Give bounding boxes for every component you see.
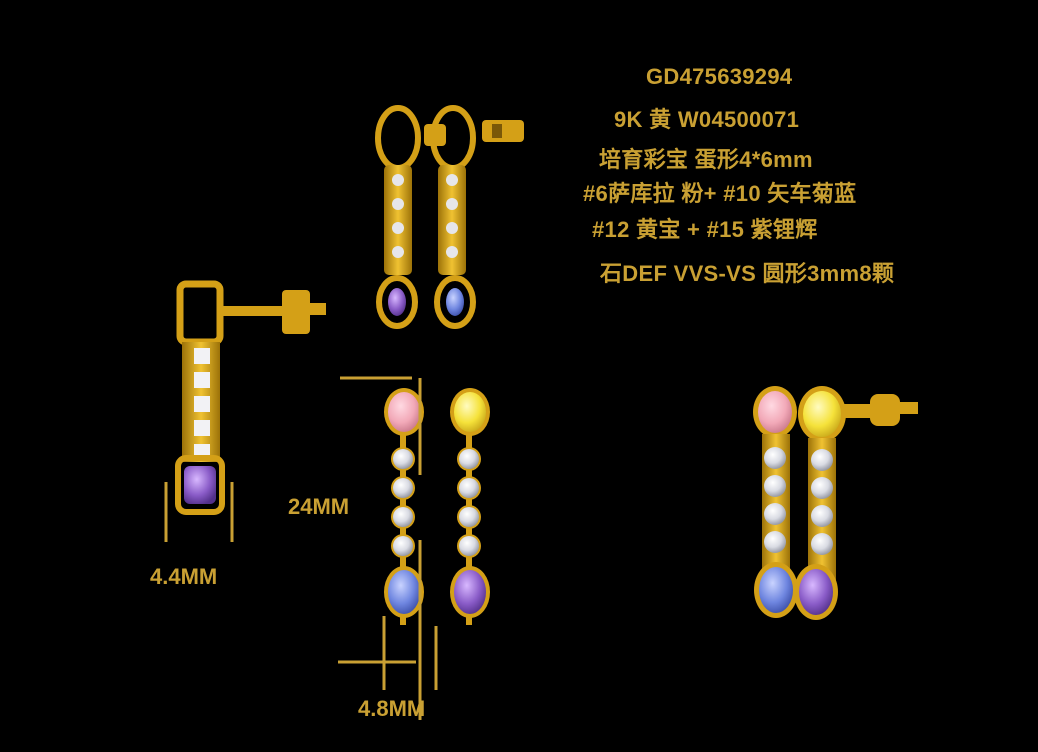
- metal-spec: 9K 黄 W04500071: [614, 107, 800, 132]
- stones-spec-line1: #6萨库拉 粉+ #10 矢车菊蓝: [583, 181, 857, 206]
- stone-type-spec: 培育彩宝 蛋形4*6mm: [599, 147, 813, 172]
- length-dimension-label: 24MM: [288, 494, 350, 519]
- front-view-render: [384, 388, 490, 625]
- product-code: GD475639294: [646, 64, 793, 89]
- perspective-view-render: [753, 386, 918, 620]
- front-width-dimension-label: 4.8MM: [358, 696, 426, 721]
- side-view-render: [175, 280, 326, 515]
- diamond-spec: 石DEF VVS-VS 圆形3mm8颗: [600, 261, 895, 286]
- side-width-dimension-label: 4.4MM: [150, 564, 218, 589]
- stones-spec-line2: #12 黄宝 + #15 紫锂辉: [592, 217, 818, 242]
- dimension-lines: [164, 376, 438, 720]
- back-view-render: [375, 105, 524, 329]
